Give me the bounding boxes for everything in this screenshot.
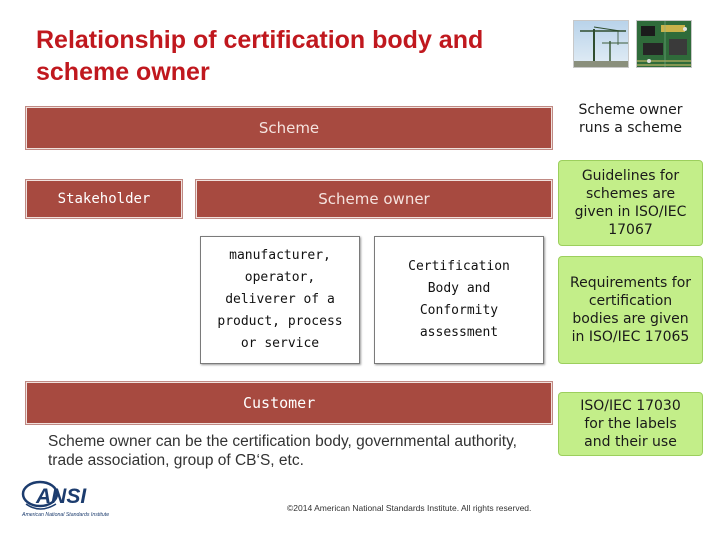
construction-cranes-photo xyxy=(573,20,629,68)
manufacturer-box: manufacturer, operator, deliverer of a p… xyxy=(200,236,360,364)
scheme-bar: Scheme xyxy=(26,107,552,149)
labels-text: ISO/IEC 17030 for the labels and their u… xyxy=(580,398,681,450)
scheme-owner-bar: Scheme owner xyxy=(196,180,552,218)
scheme-owner-note: Scheme owner can be the certification bo… xyxy=(48,433,517,469)
guidelines-callout: Guidelines for schemes are given in ISO/… xyxy=(558,160,703,246)
customer-label: Customer xyxy=(243,394,316,412)
scheme-label: Scheme xyxy=(258,119,320,137)
labels-callout: ISO/IEC 17030 for the labels and their u… xyxy=(558,392,703,456)
scheme-runs-text: Scheme owner runs a scheme xyxy=(578,102,683,136)
customer-bar: Customer xyxy=(26,382,552,424)
slide-title: Relationship of certification body and s… xyxy=(36,26,484,86)
svg-text:American National Standards In: American National Standards Institute xyxy=(21,512,109,518)
circuit-board-photo xyxy=(636,20,692,68)
certification-body-box: Certification Body and Conformity assess… xyxy=(374,236,544,364)
guidelines-text: Guidelines for schemes are given in ISO/… xyxy=(574,168,687,238)
stakeholder-bar: Stakeholder xyxy=(26,180,182,218)
certification-body-text: Certification Body and Conformity assess… xyxy=(408,259,510,340)
scheme-owner-label: Scheme owner xyxy=(318,190,430,208)
requirements-callout: Requirements for certification bodies ar… xyxy=(558,256,703,364)
ansi-logo: ANSI American National Standards Institu… xyxy=(20,480,140,520)
svg-text:ANSI: ANSI xyxy=(35,485,87,508)
scheme-runs-callout: Scheme owner runs a scheme xyxy=(558,94,703,144)
stakeholder-label: Stakeholder xyxy=(57,191,151,207)
requirements-text: Requirements for certification bodies ar… xyxy=(569,275,692,345)
manufacturer-text: manufacturer, operator, deliverer of a p… xyxy=(217,248,343,351)
copyright-text: ©2014 American National Standards Instit… xyxy=(287,503,532,513)
